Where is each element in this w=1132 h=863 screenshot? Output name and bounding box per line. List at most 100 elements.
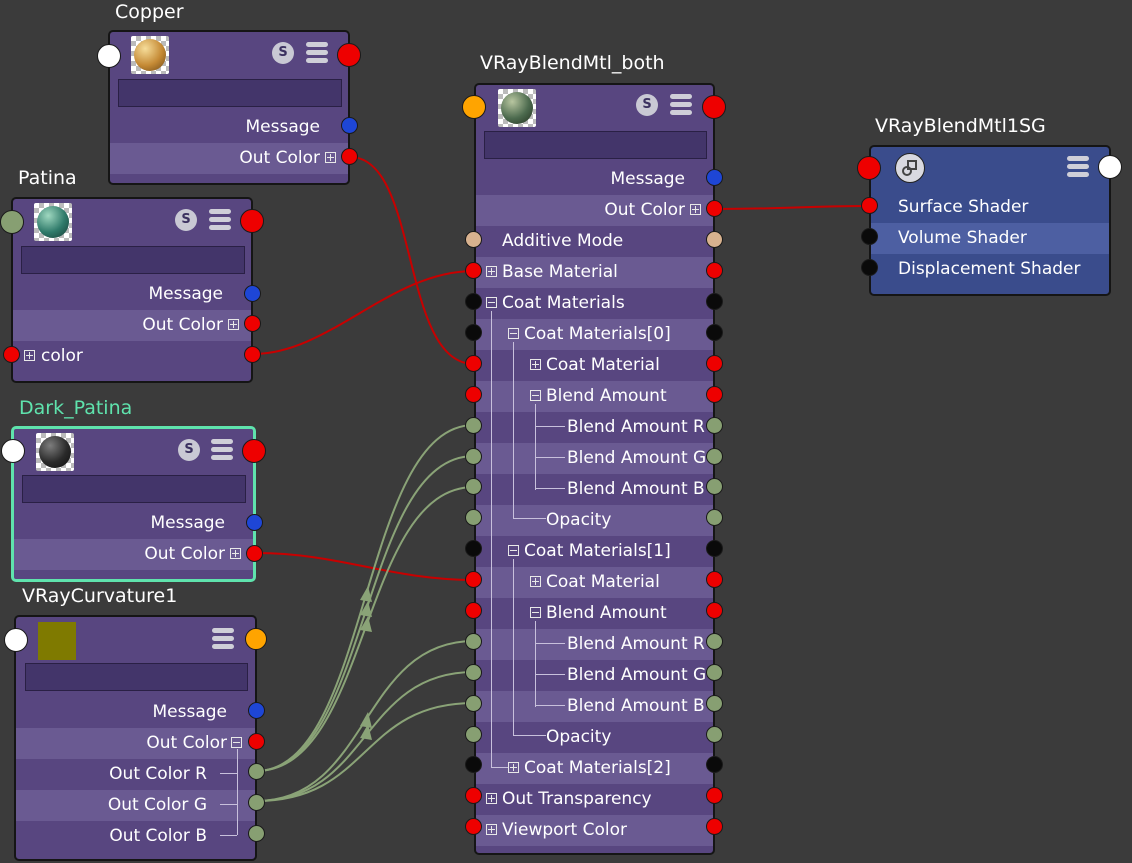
attr-row-out-color[interactable]: Out Color bbox=[110, 143, 348, 174]
attr-row-message[interactable]: Message bbox=[16, 697, 255, 728]
collapse-minus-icon[interactable] bbox=[508, 545, 519, 556]
wire-dark-patina-to-coat-material-1[interactable] bbox=[255, 552, 475, 581]
collapse-minus-icon[interactable] bbox=[486, 297, 497, 308]
swatch-toggle-icon[interactable]: S bbox=[636, 94, 658, 116]
output-port-shading-group[interactable] bbox=[1098, 155, 1122, 179]
port-in-blend-amount-1-r[interactable] bbox=[465, 633, 482, 650]
port-copper-message[interactable] bbox=[341, 117, 358, 134]
swatch-toggle-icon[interactable]: S bbox=[272, 42, 294, 64]
port-in-out-transparency[interactable] bbox=[465, 787, 482, 804]
port-in-coat-material-1[interactable] bbox=[465, 571, 482, 588]
attr-row-out-color[interactable]: Out Color bbox=[476, 195, 713, 226]
node-shading-group[interactable]: Surface Shader Volume Shader Displacemen… bbox=[869, 145, 1111, 296]
input-port-blend[interactable] bbox=[462, 95, 486, 119]
port-out-blend-amount-0-g[interactable] bbox=[706, 448, 723, 465]
port-patina-message[interactable] bbox=[244, 285, 261, 302]
output-port-patina[interactable] bbox=[240, 209, 264, 233]
attr-row-additive-mode[interactable]: Additive Mode bbox=[476, 226, 713, 257]
expand-plus-icon[interactable] bbox=[508, 762, 519, 773]
port-in-additive-mode[interactable] bbox=[465, 231, 482, 248]
node-copper[interactable]: S Message Out Color bbox=[108, 30, 350, 185]
port-out-viewport-color[interactable] bbox=[706, 818, 723, 835]
attribute-list-icon[interactable] bbox=[670, 94, 692, 116]
port-in-blend-amount-0-r[interactable] bbox=[465, 417, 482, 434]
input-port-curvature[interactable] bbox=[4, 628, 28, 652]
attr-row-coat-materials-0[interactable]: Coat Materials[0] bbox=[476, 319, 713, 350]
port-in-viewport-color[interactable] bbox=[465, 818, 482, 835]
attr-row-viewport-color[interactable]: Viewport Color bbox=[476, 815, 713, 846]
port-in-displacement-shader[interactable] bbox=[861, 259, 878, 276]
port-in-coat-material-0[interactable] bbox=[465, 355, 482, 372]
attr-row-opacity-0[interactable]: Opacity bbox=[476, 505, 713, 536]
attr-row-out-transparency[interactable]: Out Transparency bbox=[476, 784, 713, 815]
port-in-coat-materials[interactable] bbox=[465, 293, 482, 310]
port-dark-patina-message[interactable] bbox=[246, 514, 263, 531]
node-blend-material[interactable]: S Message Out Color Additive Mode Base M… bbox=[474, 83, 715, 855]
wire-curv-g-blend-1b[interactable] bbox=[255, 702, 475, 802]
port-out-blend-amount-1-r[interactable] bbox=[706, 633, 723, 650]
port-curvature-out-color-g[interactable] bbox=[248, 794, 265, 811]
swatch-toggle-icon[interactable]: S bbox=[178, 439, 200, 461]
attr-row-blend-amount-0[interactable]: Blend Amount bbox=[476, 381, 713, 412]
port-in-opacity-1[interactable] bbox=[465, 726, 482, 743]
expand-plus-icon[interactable] bbox=[486, 266, 497, 277]
port-curvature-out-color-b[interactable] bbox=[248, 825, 265, 842]
attr-row-blend-amount-1-r[interactable]: Blend Amount R bbox=[476, 629, 713, 660]
input-port-dark-patina[interactable] bbox=[1, 439, 25, 463]
wire-blend-to-surface-shader[interactable] bbox=[714, 205, 871, 210]
collapse-minus-icon[interactable] bbox=[530, 607, 541, 618]
port-out-blend-amount-0-b[interactable] bbox=[706, 478, 723, 495]
port-out-coat-material-1[interactable] bbox=[706, 571, 723, 588]
attr-row-opacity-1[interactable]: Opacity bbox=[476, 722, 713, 753]
attr-row-coat-material-0[interactable]: Coat Material bbox=[476, 350, 713, 381]
attr-row-out-color[interactable]: Out Color bbox=[16, 728, 255, 759]
node-name-field[interactable] bbox=[21, 246, 245, 274]
input-port-patina[interactable] bbox=[0, 210, 24, 234]
port-out-coat-materials-0[interactable] bbox=[706, 324, 723, 341]
expand-plus-icon[interactable] bbox=[530, 576, 541, 587]
port-in-blend-amount-0-b[interactable] bbox=[465, 478, 482, 495]
port-out-base-material[interactable] bbox=[706, 262, 723, 279]
attr-row-out-color[interactable]: Out Color bbox=[14, 539, 253, 570]
port-out-blend-amount-0-r[interactable] bbox=[706, 417, 723, 434]
node-patina[interactable]: S Message Out Color color bbox=[11, 197, 253, 383]
port-in-blend-amount-0-g[interactable] bbox=[465, 448, 482, 465]
port-in-coat-materials-1[interactable] bbox=[465, 540, 482, 557]
collapse-minus-icon[interactable] bbox=[231, 737, 242, 748]
attr-row-volume-shader[interactable]: Volume Shader bbox=[871, 223, 1109, 254]
port-in-blend-amount-0[interactable] bbox=[465, 386, 482, 403]
port-out-color[interactable] bbox=[706, 200, 723, 217]
port-curvature-out-color-r[interactable] bbox=[248, 763, 265, 780]
port-out-blend-amount-0[interactable] bbox=[706, 386, 723, 403]
port-dark-patina-out-color[interactable] bbox=[246, 545, 263, 562]
attribute-list-icon[interactable] bbox=[212, 628, 234, 650]
attr-row-blend-amount-1-g[interactable]: Blend Amount G bbox=[476, 660, 713, 691]
port-curvature-message[interactable] bbox=[248, 702, 265, 719]
attr-row-coat-materials-2[interactable]: Coat Materials[2] bbox=[476, 753, 713, 784]
node-curvature[interactable]: Message Out Color Out Color R Out Color … bbox=[14, 615, 257, 861]
port-in-base-material[interactable] bbox=[465, 262, 482, 279]
port-out-coat-materials[interactable] bbox=[706, 293, 723, 310]
attr-row-out-color[interactable]: Out Color bbox=[13, 310, 251, 341]
port-out-coat-materials-1[interactable] bbox=[706, 540, 723, 557]
node-name-field[interactable] bbox=[118, 79, 342, 107]
port-in-blend-amount-1-g[interactable] bbox=[465, 664, 482, 681]
port-in-coat-materials-2[interactable] bbox=[465, 756, 482, 773]
attribute-list-icon[interactable] bbox=[1067, 156, 1089, 178]
attr-row-color[interactable]: color bbox=[13, 341, 251, 372]
output-port-blend[interactable] bbox=[702, 95, 726, 119]
port-out-coat-material-0[interactable] bbox=[706, 355, 723, 372]
expand-plus-icon[interactable] bbox=[690, 204, 701, 215]
port-patina-out-color[interactable] bbox=[244, 315, 261, 332]
expand-plus-icon[interactable] bbox=[530, 359, 541, 370]
attr-row-message[interactable]: Message bbox=[110, 112, 348, 143]
node-name-field[interactable] bbox=[22, 475, 246, 503]
attr-row-displacement-shader[interactable]: Displacement Shader bbox=[871, 254, 1109, 285]
attr-row-coat-material-1[interactable]: Coat Material bbox=[476, 567, 713, 598]
port-in-blend-amount-1-b[interactable] bbox=[465, 695, 482, 712]
attr-row-message[interactable]: Message bbox=[476, 164, 713, 195]
port-curvature-out-color[interactable] bbox=[248, 733, 265, 750]
attr-row-blend-amount-0-r[interactable]: Blend Amount R bbox=[476, 412, 713, 443]
node-name-field[interactable] bbox=[484, 131, 707, 159]
expand-plus-icon[interactable] bbox=[325, 152, 336, 163]
